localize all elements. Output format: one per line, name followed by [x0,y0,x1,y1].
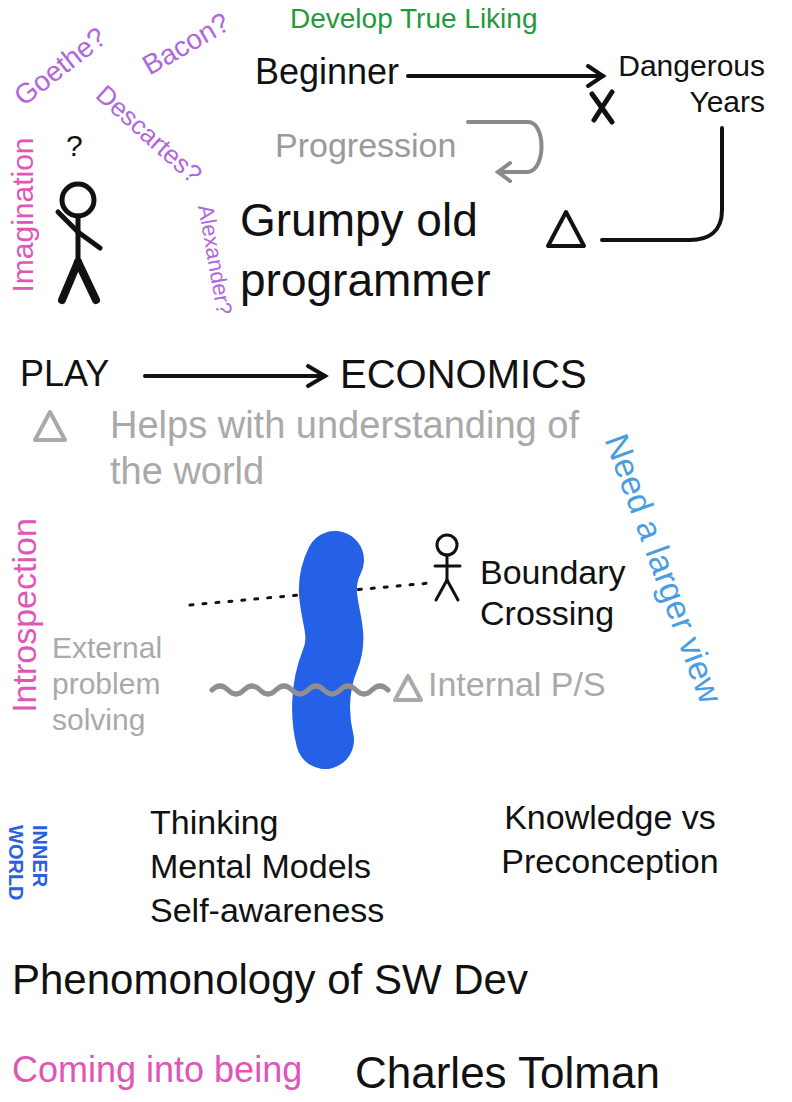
inner-band: Thinking Mental Models Self-awareness Kno… [0,785,792,955]
delta-symbol [395,676,421,700]
figure-body [76,216,81,262]
figure-head [62,184,94,216]
figure-arm [435,565,460,568]
concept-text: ECONOMICS [340,350,587,398]
grey-note: Progression [275,125,456,166]
play-arrow [145,366,325,386]
region-fill [0,345,792,790]
topic-list: Knowledge vs Preconception [490,795,730,883]
walker-figure [435,535,460,600]
delta-symbol [35,412,65,440]
talk-title: Phenomonology of SW Dev [12,955,528,1005]
side-label: Imagination [4,137,40,292]
side-label: INNER WORLD [4,825,52,915]
arrow-head [498,163,510,181]
figure-arm [58,212,78,232]
bottom-band: Phenomonology of SW DevComing into being… [0,950,792,1102]
stage-text: Dangerous Years [575,48,765,120]
figure-leg [78,262,96,300]
stage-text: Beginner [255,50,399,93]
cross-stroke [594,92,612,120]
arrow-head [308,366,325,386]
side-label: Introspection [3,518,44,713]
thinker-figure [58,184,100,300]
subtitle: Coming into being [12,1048,302,1091]
top-region: Develop True LikingBeginner Dangerous Yea… [232,0,784,340]
grey-note: External problem solving [52,630,202,738]
figure-head [437,535,457,555]
progression-bracket [468,122,542,181]
author-name: Charles Tolman [355,1046,660,1099]
delta-symbol [548,212,584,246]
thinker-name: Bacon? [137,6,236,83]
outline-stroke [0,730,792,790]
arrow-head [588,66,603,86]
topic-list: Thinking Mental Models Self-awareness [150,800,386,932]
stage-text: Grumpy old programmer [240,190,478,310]
grey-note: Helps with understanding of the world [110,402,580,494]
figure-leg [62,262,78,300]
thinker-name: Alexander? [192,203,237,317]
concept-text: PLAY [20,352,109,395]
figure-leg [436,580,447,600]
figure-arm [78,232,100,248]
figure-leg [447,580,458,600]
region-heading: Develop True Liking [290,2,537,36]
cross-mark [592,92,612,122]
arrow-line [408,74,603,78]
boundary-blob [321,560,335,740]
return-curve [602,128,722,240]
thinker-name: Descartes? [90,78,208,189]
question-mark: ? [66,128,83,164]
region-fill [0,951,792,1102]
outline-stroke [0,948,792,951]
beginner-arrow [408,66,603,86]
grey-note: Internal P/S [428,664,606,705]
arrow-line [145,374,325,378]
wavy-line [212,686,388,694]
